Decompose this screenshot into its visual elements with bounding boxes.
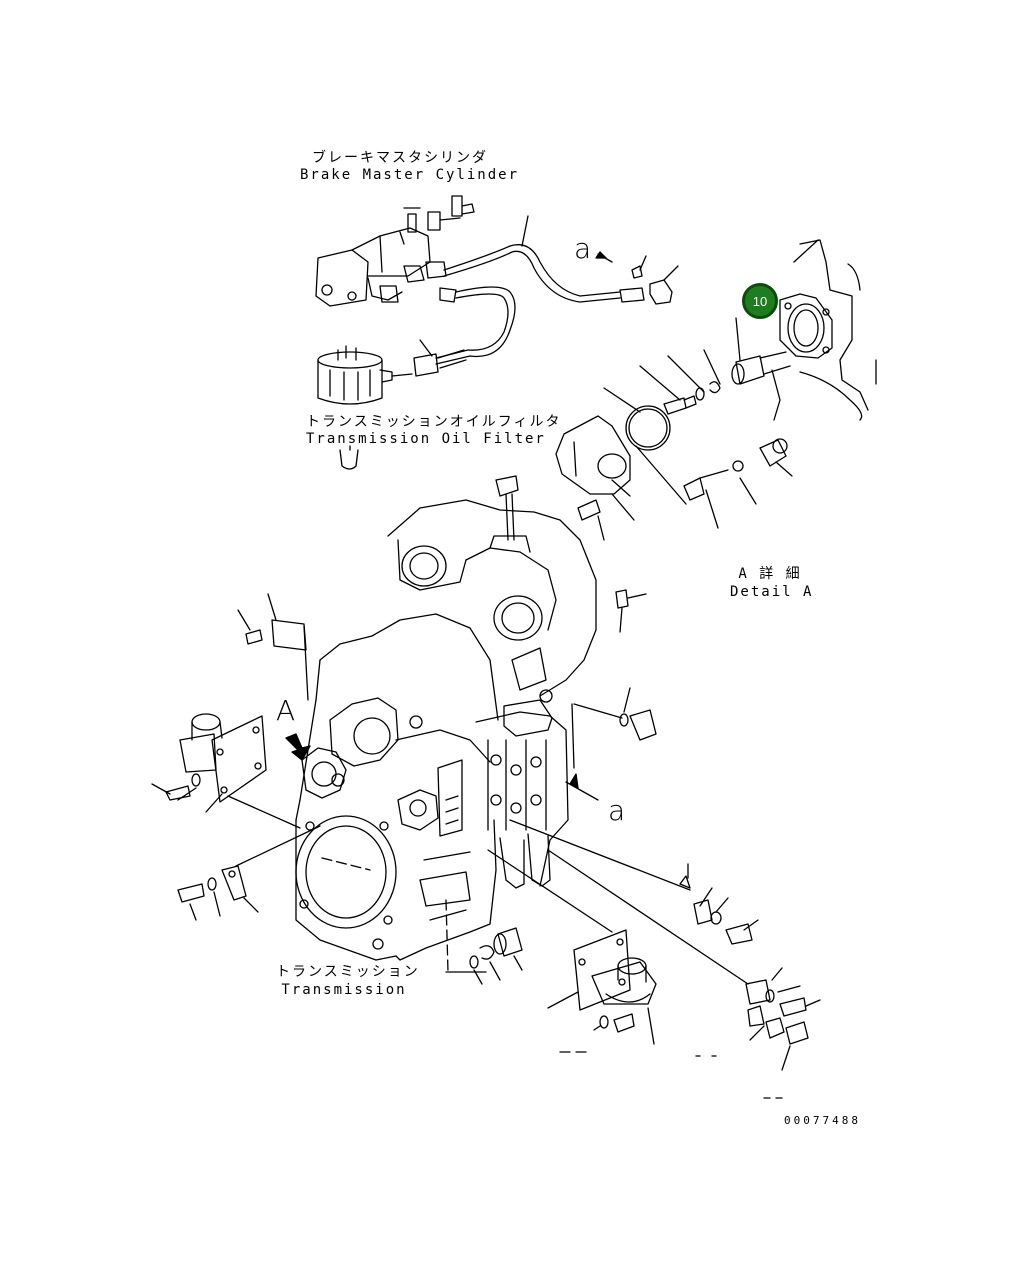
reference-a-top: a xyxy=(574,232,592,265)
transmission-label-en: Transmission xyxy=(281,982,407,998)
speed-sensor xyxy=(565,589,657,801)
transmission-body xyxy=(295,475,597,973)
fitting-a xyxy=(595,251,679,305)
transmission-oil-filter-label-jp: トランスミッションオイルフィルタ xyxy=(306,414,562,430)
part-callout-10[interactable]: 10 xyxy=(742,283,778,319)
detail-a-assembly xyxy=(555,239,877,541)
brake-master-cylinder xyxy=(315,195,475,307)
lower-left-hardware xyxy=(177,825,321,921)
view-a-arrow xyxy=(285,733,311,761)
brake-master-cylinder-label-jp: ブレーキマスタシリンダ xyxy=(312,150,488,166)
detail-a-label-jp: A 詳 細 xyxy=(738,566,802,582)
brake-hoses xyxy=(413,215,645,377)
left-mount xyxy=(151,593,309,829)
bottom-hardware xyxy=(445,819,821,1099)
transmission-label-jp: トランスミッション xyxy=(276,964,420,980)
drawing-code: 00077488 xyxy=(784,1114,861,1127)
detail-a-label-en: Detail A xyxy=(730,584,814,600)
transmission-oil-filter-label-en: Transmission Oil Filter xyxy=(306,431,546,447)
view-a-letter: A xyxy=(276,694,296,727)
transmission-oil-filter xyxy=(317,345,413,470)
reference-a-bottom: a xyxy=(608,794,626,827)
brake-master-cylinder-label-en: Brake Master Cylinder xyxy=(300,167,520,183)
